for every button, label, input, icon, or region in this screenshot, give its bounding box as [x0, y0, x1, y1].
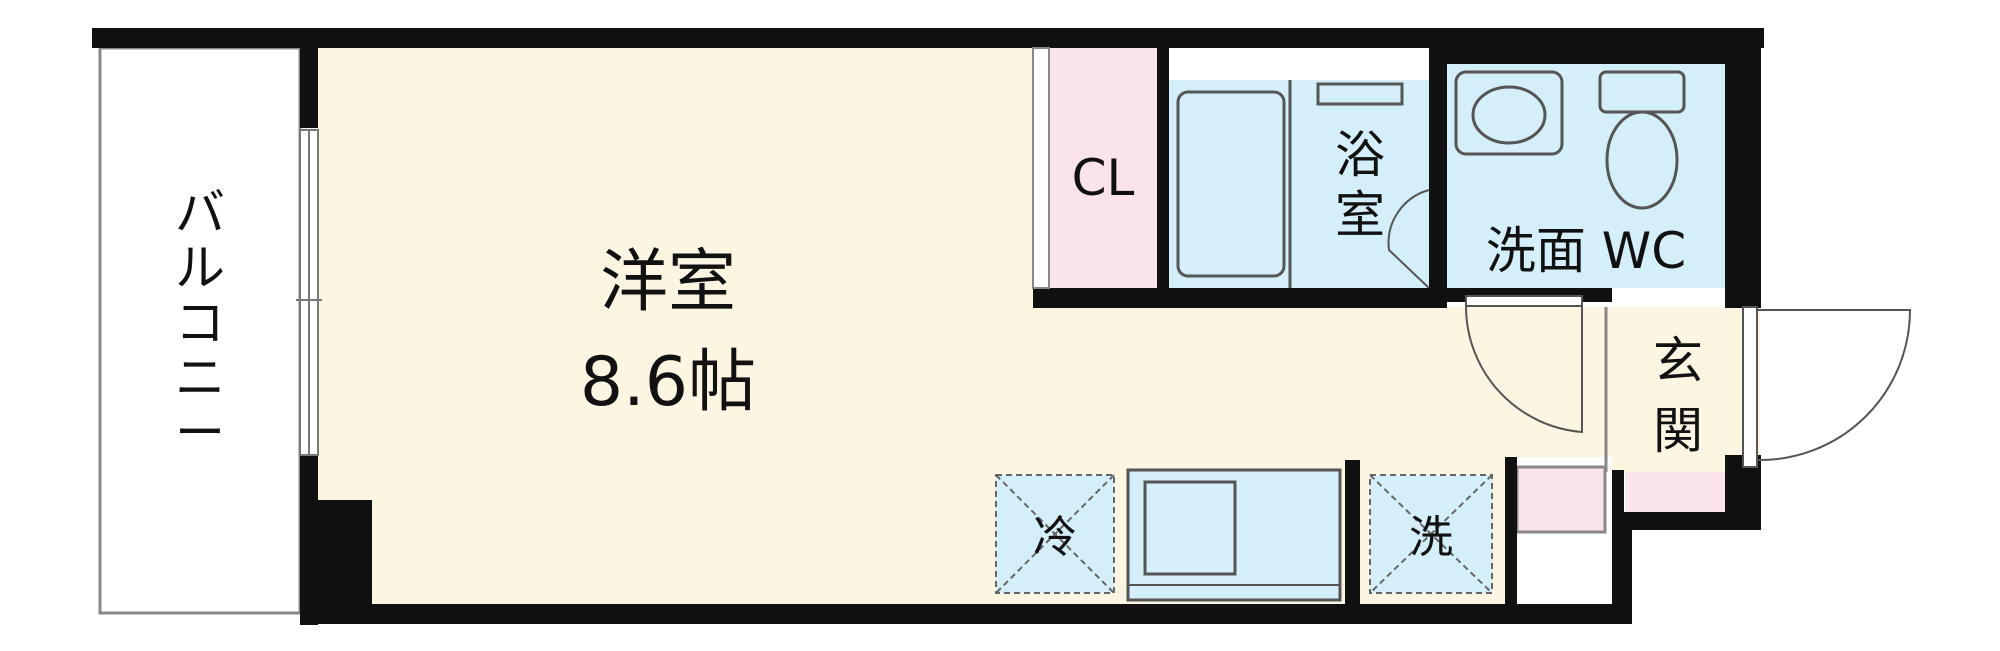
- balcony-label-char-4: ニ: [175, 349, 225, 407]
- balcony-label-char-2: ル: [175, 239, 225, 297]
- washer-label: 洗: [1409, 512, 1453, 563]
- balcony-label-char-3: コ: [175, 294, 225, 352]
- entrance-floor: [1612, 307, 1742, 472]
- entrance-step: [1625, 472, 1735, 512]
- bath-faucet: [1316, 82, 1404, 106]
- bathtub: [1176, 90, 1286, 278]
- washroom-door-swing: [1464, 305, 1583, 434]
- western-room-size: 8.6帖: [580, 343, 756, 422]
- kitchen-sink: [1143, 480, 1237, 576]
- fridge-label: 冷: [1033, 512, 1077, 563]
- shoe-box: [1515, 465, 1607, 534]
- walls: [92, 28, 1764, 625]
- washroom-wc-label: 洗面 WC: [1486, 222, 1686, 280]
- closet-label: CL: [1072, 149, 1135, 207]
- closet-floor: [1033, 48, 1157, 288]
- entrance-label-char-2: 関: [1653, 402, 1703, 460]
- toilet-bowl: [1605, 110, 1679, 210]
- balcony-label-char-5: ー: [175, 404, 225, 462]
- bath-door-swing: [1387, 189, 1430, 289]
- entrance-door-swing: [1756, 309, 1912, 462]
- toilet-tank: [1598, 70, 1686, 114]
- bath-label-char-2: 室: [1335, 186, 1385, 244]
- balcony-label-char-1: バ: [175, 184, 225, 242]
- balcony-floor: [98, 46, 302, 615]
- bath-label-char-1: 浴: [1335, 126, 1385, 184]
- western-room-name: 洋室: [600, 243, 736, 322]
- western-room-floor: [318, 48, 1033, 604]
- closet-doors: [1032, 47, 1050, 289]
- entrance-label-char-1: 玄: [1653, 332, 1703, 390]
